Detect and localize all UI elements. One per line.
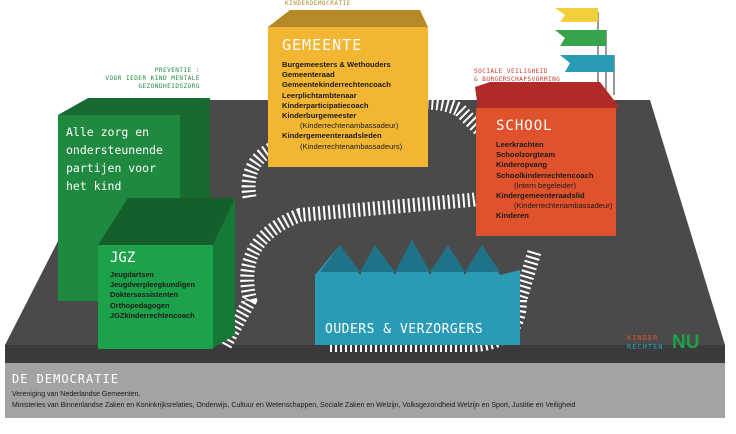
- list-item: Burgemeesters & Wethouders: [282, 60, 391, 69]
- list-item: Doktersassistenten: [110, 290, 179, 300]
- zorg-caption: PREVENTIE : VOOR IEDER KIND MENTALE GEZO…: [100, 67, 200, 91]
- footer-line: Ministeries van Binnenlandse Zaken en Ko…: [12, 402, 576, 409]
- ouders-shape-back: [320, 240, 500, 272]
- zorg-caption-line: GEZONDHEIDSZORG: [138, 83, 200, 90]
- logo-line2: RECHTEN: [627, 343, 664, 351]
- list-item: Kindergemeenteraadslid: [496, 191, 585, 201]
- footer-line: Vereniging van Nederlandse Gemeenten,: [12, 391, 141, 398]
- list-item: Kinderburgemeester: [282, 111, 357, 121]
- flags-icon: [555, 8, 615, 95]
- logo-mark: NU: [672, 332, 700, 353]
- school-title: SCHOOL: [496, 118, 553, 134]
- list-item: (Kinderrechtenambassadeurs): [300, 141, 403, 151]
- ouders-title: OUDERS & VERZORGERS: [325, 322, 484, 337]
- list-item: Schoolkinderrechtencoach: [496, 170, 594, 180]
- list-item: Kinderparticipatiecoach: [282, 100, 369, 110]
- zorg-caption-line: VOOR IEDER KIND MENTALE: [105, 75, 200, 82]
- list-item: Jeugdartsen: [110, 270, 154, 279]
- list-item: Gemeentekinderrechtencoach: [282, 80, 391, 90]
- gemeente-box-top: [268, 10, 428, 27]
- footer-title: DE DEMOCRATIE: [12, 372, 119, 386]
- list-item: Gemeenteraad: [282, 70, 335, 80]
- list-item: (Kinderrechtenambassadeur): [514, 201, 613, 211]
- list-item: Leerplichtambtenaar: [282, 90, 357, 100]
- list-item: Jeugdverpleegkundigen: [110, 280, 196, 290]
- gemeente-title: GEMEENTE: [282, 36, 363, 54]
- zorg-caption-line: PREVENTIE :: [154, 67, 200, 74]
- list-item: Schoolzorgteam: [496, 150, 556, 160]
- list-item: Kinderen: [496, 211, 529, 221]
- footer-band: [5, 363, 725, 418]
- list-item: Orthopedagogen: [110, 300, 170, 310]
- kinderrechten-nu-logo: KINDER RECHTEN: [627, 334, 664, 352]
- list-item: Kindergemeenteraadsleden: [282, 131, 382, 141]
- school-box-front: [476, 108, 616, 236]
- jgz-title: JGZ: [110, 250, 136, 266]
- zorg-title: Alle zorg en ondersteunende partijen voo…: [66, 125, 163, 193]
- list-item: JGZkinderrechtencoach: [110, 310, 195, 320]
- zorg-box-top: [58, 98, 210, 115]
- school-caption: SOCIALE VEILIGHEID & BURGERSCHAPSVORMING: [474, 68, 560, 84]
- jgz-box-front: [98, 245, 213, 349]
- jgz-box-top: [98, 198, 235, 245]
- school-caption-line: SOCIALE VEILIGHEID: [474, 68, 549, 75]
- gemeente-box-front: [268, 27, 428, 167]
- jgz-box-side: [213, 198, 235, 348]
- school-caption-line: & BURGERSCHAPSVORMING: [474, 76, 561, 83]
- list-item: Kinderopvang: [496, 160, 548, 170]
- footer-text: Vereniging van Nederlandse Gemeenten, Mi…: [12, 389, 575, 411]
- school-box-top: [475, 82, 620, 108]
- logo-line1: KINDER: [627, 334, 659, 342]
- list-item: (Kinderrechtenambassadeur): [300, 121, 399, 131]
- gemeente-caption: KINDERDEMOCRATIE: [285, 0, 351, 7]
- board-edge: [5, 345, 725, 363]
- list-item: (Intern begeleider): [514, 180, 577, 190]
- list-item: Leerkrachten: [496, 140, 544, 149]
